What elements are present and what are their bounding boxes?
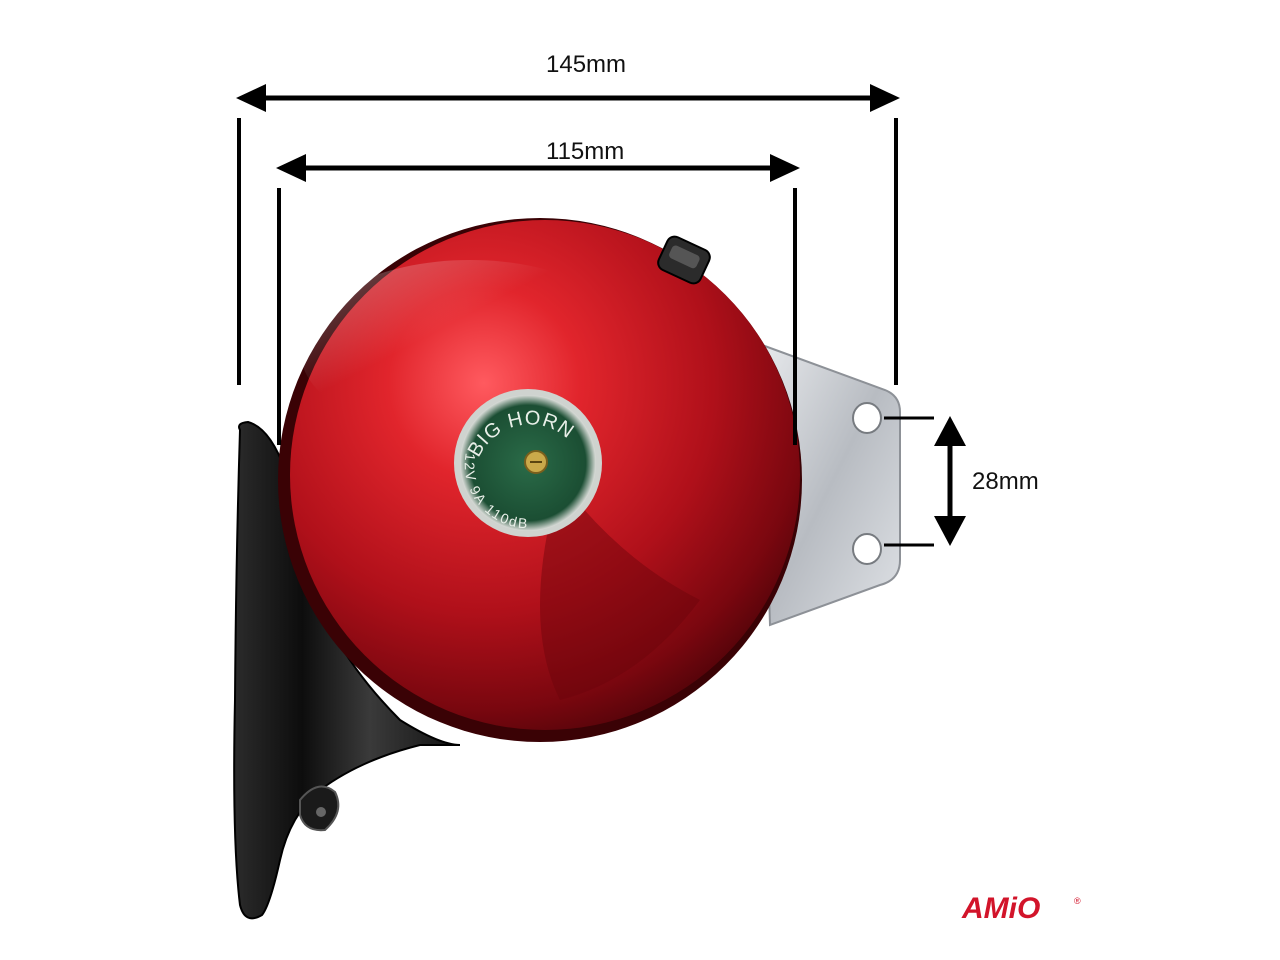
bell-diameter-label: 115mm [546,138,625,165]
brand-logo: AMiO [962,892,1041,925]
center-badge: BIG HORN 12V 9A 110dB [454,389,602,537]
dimension-hole-spacing [884,416,966,547]
dimension-overall-width [236,84,900,385]
terminal-knob [657,235,711,285]
dimension-bell-diameter [276,154,800,445]
registered-mark: ® [1074,896,1081,906]
bracket-hole-bottom [852,533,882,565]
overall-width-label: 145mm [546,51,627,78]
bracket-hole-top [852,402,882,434]
hole-spacing-label: 28mm [972,468,1039,495]
